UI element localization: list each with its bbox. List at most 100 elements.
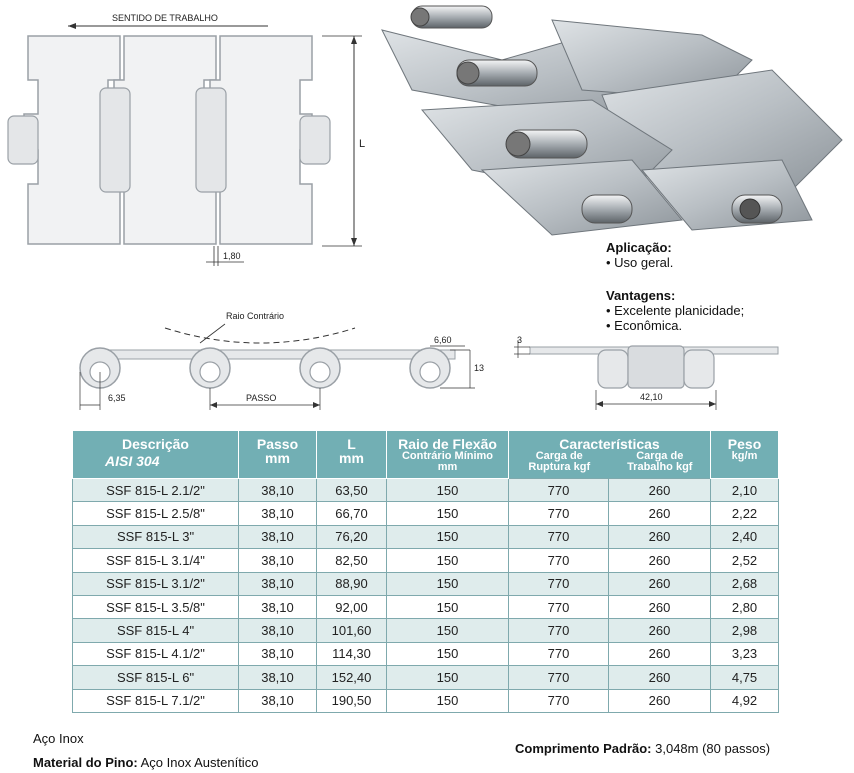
table-cell: 38,10	[238, 594, 317, 620]
table-cell: 3,23	[710, 641, 780, 667]
table-cell: 38,10	[238, 618, 317, 643]
table-cell: 150	[386, 524, 509, 550]
advantages-item: • Econômica.	[606, 318, 683, 333]
table-cell: SSF 815-L 7.1/2"	[72, 688, 239, 713]
table-cell: 38,10	[238, 641, 317, 667]
table-cell: 82,50	[316, 548, 387, 573]
table-cell: 2,52	[710, 548, 780, 573]
table-cell: 150	[386, 501, 509, 526]
chain-cross-section-diagram	[514, 340, 779, 410]
table-cell: 2,10	[710, 477, 780, 503]
header-trabalho-label2: Trabalho kgf	[627, 461, 693, 473]
table-cell: 2,98	[710, 618, 780, 643]
table-cell: 770	[508, 641, 609, 667]
table-cell: 770	[508, 548, 609, 573]
table-cell: 38,10	[238, 477, 317, 503]
table-cell: 770	[508, 618, 609, 643]
dim-660-label: 6,60	[434, 335, 452, 345]
l-dimension-label: L	[359, 138, 366, 150]
header-passo-label: Passo	[256, 436, 299, 452]
header-raio-unit: mm	[437, 461, 458, 473]
table-cell: 150	[386, 618, 509, 643]
table-cell: 150	[386, 571, 509, 596]
table-cell: 150	[386, 641, 509, 667]
table-cell: SSF 815-L 4"	[72, 618, 239, 643]
advantages-title: Vantagens:	[606, 288, 676, 303]
pin-material: Material do Pino: Aço Inox Austenítico	[33, 755, 258, 770]
table-cell: 38,10	[238, 665, 317, 690]
table-cell: 260	[607, 477, 712, 503]
dim-3-label: 3	[517, 335, 523, 345]
header-trabalho: Carga de Trabalho kgf	[610, 451, 711, 473]
table-cell: SSF 815-L 3.1/4"	[72, 548, 239, 573]
table-cell: 101,60	[316, 618, 387, 643]
header-caracteristicas: Características Carga de Ruptura kgf Car…	[507, 430, 712, 479]
chain-3d-illustration	[381, 5, 843, 236]
header-passo: Passo mm	[238, 430, 317, 479]
table-cell: 770	[508, 501, 609, 526]
header-ruptura-label: Carga de	[535, 450, 583, 462]
table-cell: 38,10	[238, 571, 317, 596]
table-cell: 190,50	[316, 688, 387, 713]
table-cell: SSF 815-L 3"	[72, 524, 239, 550]
pin-material-value: Aço Inox Austenítico	[137, 755, 259, 770]
header-descricao: Descrição AISI 304	[72, 430, 239, 479]
header-caracteristicas-label: Características	[559, 436, 660, 452]
table-cell: 38,10	[238, 688, 317, 713]
direction-label: SENTIDO DE TRABALHO	[112, 13, 218, 23]
table-cell: 770	[508, 477, 609, 503]
table-cell: 260	[607, 501, 712, 526]
table-cell: SSF 815-L 2.5/8"	[72, 501, 239, 526]
header-peso: Peso kg/m	[710, 430, 780, 479]
table-cell: 260	[607, 688, 712, 713]
table-cell: 152,40	[316, 665, 387, 690]
table-cell: 260	[607, 618, 712, 643]
table-cell: 150	[386, 548, 509, 573]
header-l-label: L	[347, 436, 356, 452]
radius-label: Raio Contrário	[226, 311, 285, 321]
header-trabalho-label: Carga de	[636, 450, 684, 462]
chain-top-view-diagram	[7, 23, 362, 266]
table-cell: 38,10	[238, 548, 317, 573]
table-cell: 150	[386, 688, 509, 713]
header-peso-unit: kg/m	[731, 450, 758, 462]
table-cell: 260	[607, 571, 712, 596]
table-cell: 260	[607, 641, 712, 667]
dim-13-label: 13	[474, 363, 485, 373]
gap-dimension-label: 1,80	[223, 251, 241, 261]
table-cell: 770	[508, 524, 609, 550]
table-cell: 2,68	[710, 571, 780, 596]
header-passo-unit: mm	[265, 450, 290, 466]
table-cell: SSF 815-L 3.1/2"	[72, 571, 239, 596]
header-ruptura-label2: Ruptura kgf	[528, 461, 591, 473]
dim-635-label: 6,35	[108, 393, 126, 403]
header-raio: Raio de Flexão Contrário Mínimo mm	[386, 430, 509, 479]
table-cell: 88,90	[316, 571, 387, 596]
table-cell: 770	[508, 571, 609, 596]
table-cell: 770	[508, 594, 609, 620]
passo-label: PASSO	[246, 393, 277, 403]
table-cell: 260	[607, 665, 712, 690]
table-cell: 150	[386, 477, 509, 503]
table-cell: 66,70	[316, 501, 387, 526]
header-l-unit: mm	[339, 450, 364, 466]
table-cell: 150	[386, 594, 509, 620]
table-cell: 4,92	[710, 688, 780, 713]
table-cell: 770	[508, 665, 609, 690]
standard-length-label: Comprimento Padrão:	[515, 741, 652, 756]
table-cell: 76,20	[316, 524, 387, 550]
application-item: • Uso geral.	[606, 255, 674, 270]
header-aisi-label: AISI 304	[105, 453, 160, 469]
header-l: L mm	[316, 430, 387, 479]
pin-material-label: Material do Pino:	[33, 755, 138, 770]
